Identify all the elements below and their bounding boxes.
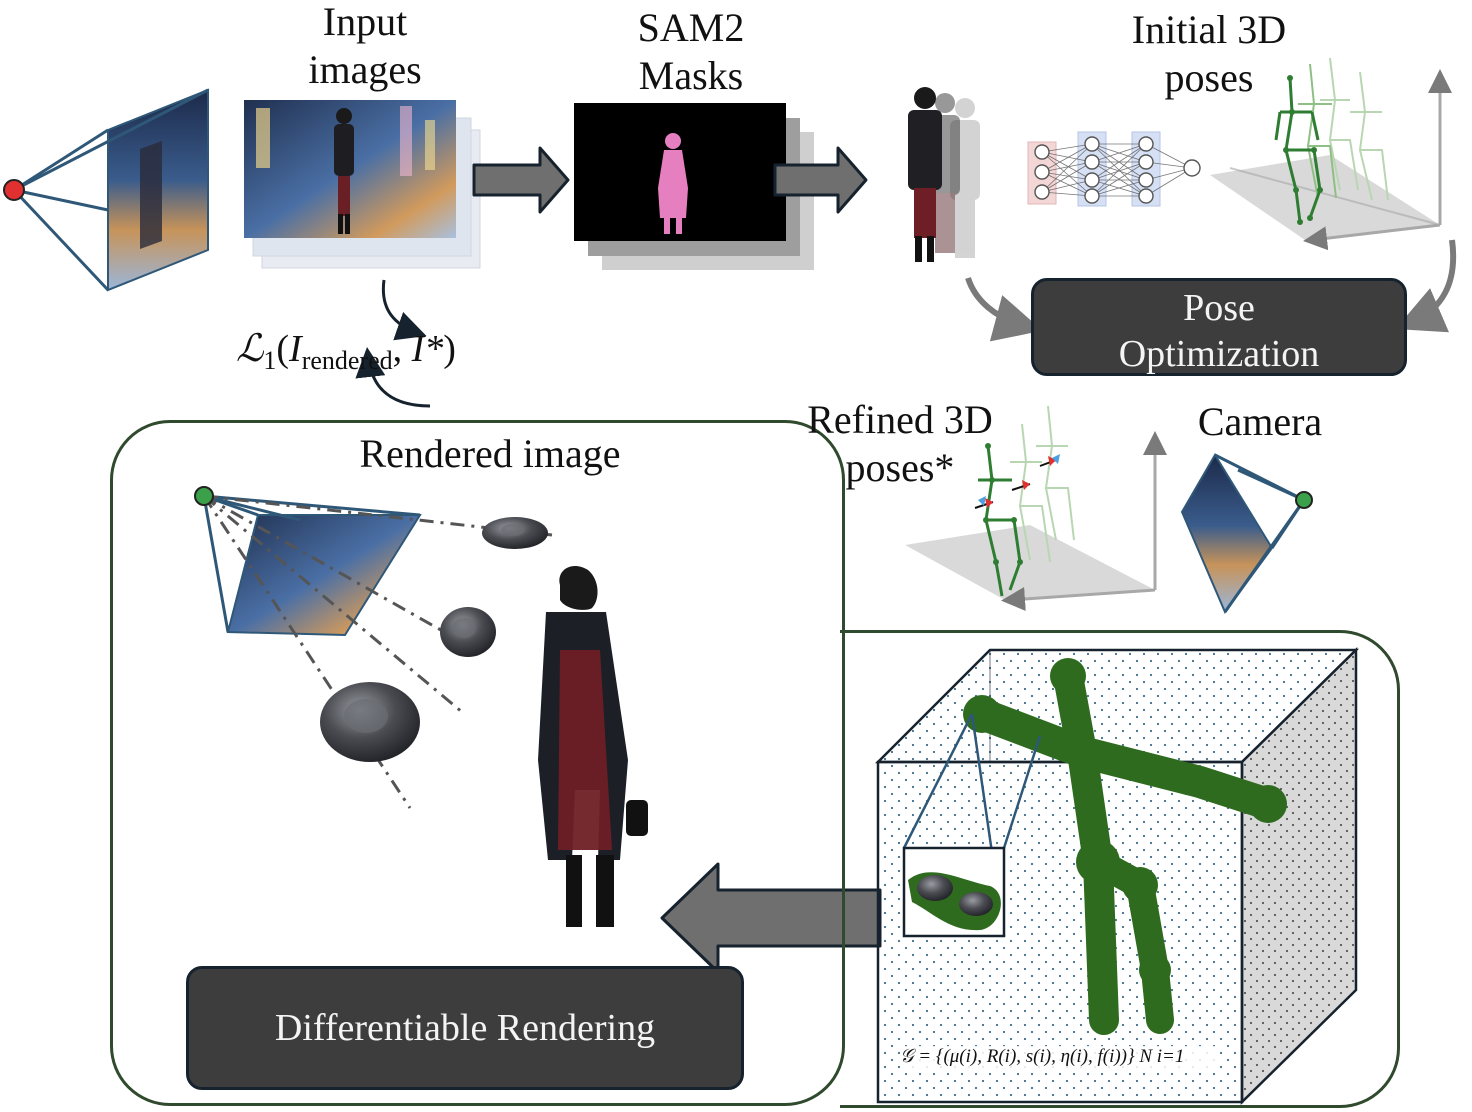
neural-network-icon: [1027, 131, 1201, 207]
gaussian-ellipsoid-icon: [440, 607, 496, 657]
initial-3d-poses-plot: [1210, 57, 1452, 251]
sam2-masks-line2: Masks: [638, 53, 744, 98]
person-mask: [658, 133, 688, 234]
sam2-masks-label: SAM2 Masks: [596, 4, 786, 100]
pose-optimization-line2: Optimization: [1118, 333, 1320, 375]
rendering-panel: [110, 420, 845, 1106]
output-camera-icon: [1180, 453, 1313, 615]
sam2-masks-line1: SAM2: [637, 5, 745, 50]
pose-optimization-box: Pose Optimization: [1031, 278, 1407, 376]
input-images-label: Input images: [270, 0, 460, 94]
rendered-person: [538, 565, 648, 927]
refined-3d-poses-line1: Refined 3D: [807, 397, 993, 442]
differentiable-rendering-box: Differentiable Rendering: [186, 966, 744, 1090]
initial-3d-poses-label: Initial 3D poses: [1100, 6, 1318, 102]
loss-i: I: [289, 328, 302, 370]
person-figure: [334, 108, 354, 234]
input-images-stack: [244, 100, 481, 269]
refined-3d-poses-label: Refined 3D poses*: [790, 396, 1010, 492]
loss-paren-close: ): [443, 328, 456, 370]
loss-rendered-sub: rendered: [301, 346, 393, 375]
loss-istar: I*: [411, 328, 444, 370]
loss-comma: ,: [392, 328, 412, 370]
differentiable-rendering-label: Differentiable Rendering: [274, 1007, 656, 1049]
input-images-line2: images: [308, 47, 422, 92]
camera-label: Camera: [1197, 399, 1323, 444]
to-pose-opt-arrow-icon: [965, 276, 1043, 342]
flow-arrow-icon: [472, 146, 570, 214]
refined-3d-poses-line2: poses*: [845, 445, 955, 490]
segmented-person: [908, 87, 980, 262]
loss-out-arrow-icon: [355, 347, 431, 408]
gaussian-set-formula: 𝒢 = {(μ(i), R(i), s(i), η(i), f(i))} N i…: [900, 1046, 1220, 1068]
initial-3d-poses-line2: poses: [1164, 55, 1254, 100]
pose-optimization-line1: Pose: [1183, 287, 1255, 329]
sam2-masks-stack: [574, 103, 814, 270]
input-camera-icon: [3, 88, 209, 292]
refinement-arrow-icon: [974, 454, 1060, 509]
refined-3d-poses-plot: [905, 405, 1167, 611]
loss-in-arrow-icon: [381, 279, 427, 341]
gaussian-volume-cube: [874, 647, 1360, 1105]
gaussian-ellipsoid-icon: [482, 517, 548, 549]
flow-arrow-icon: [773, 146, 868, 214]
loss-symbol: ℒ: [236, 328, 264, 370]
input-images-line1: Input: [322, 0, 408, 44]
loss-formula: ℒ1(Irendered, I*): [236, 326, 456, 384]
rendered-image-label: Rendered image: [359, 431, 621, 476]
render-output-arrow-icon: [660, 862, 882, 974]
gaussian-panel: [840, 630, 1400, 1108]
loss-paren-open: (: [276, 328, 290, 370]
gaussian-ellipsoid-icon: [320, 682, 420, 762]
loss-subscript: 1: [263, 346, 277, 375]
to-pose-opt-arrow-icon: [1395, 239, 1457, 333]
initial-3d-poses-line1: Initial 3D: [1131, 7, 1287, 52]
